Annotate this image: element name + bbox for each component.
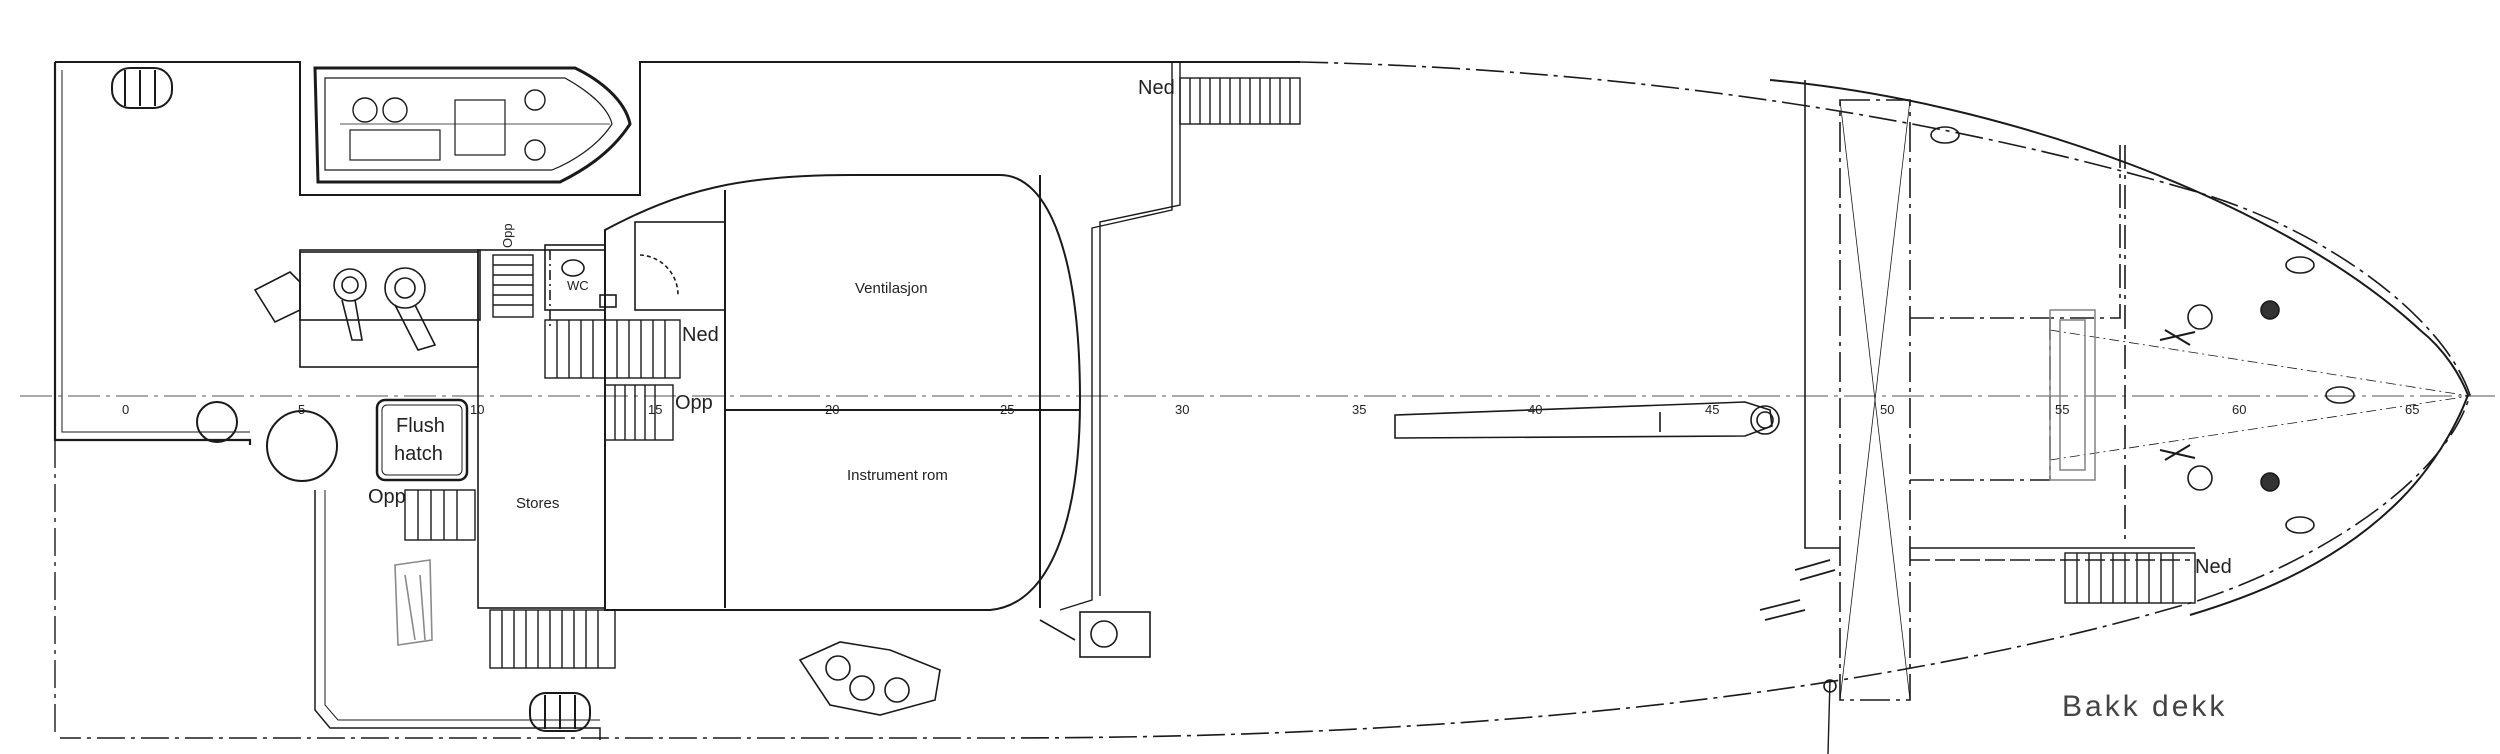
room-label-instrument: Instrument rom — [847, 467, 948, 484]
crane — [1039, 401, 1780, 658]
frame-label-55: 55 — [2055, 402, 2069, 417]
stairs — [404, 77, 2196, 669]
frame-label-20: 20 — [825, 402, 839, 417]
deck-name-label: Bakk dekk — [2062, 690, 2227, 723]
stair-label-opp-aft: Opp — [368, 486, 406, 508]
rescue-equipment — [394, 559, 941, 716]
frame-label-45: 45 — [1705, 402, 1719, 417]
davit-equipment — [253, 251, 479, 368]
frame-label-30: 30 — [1175, 402, 1189, 417]
hull-outline — [53, 61, 2471, 740]
aft-deck-fittings — [111, 67, 591, 732]
frame-numbers: 0 5 10 15 20 25 30 35 40 45 50 55 60 65 — [122, 402, 2419, 417]
frame-label-40: 40 — [1528, 402, 1542, 417]
frame-label-35: 35 — [1352, 402, 1366, 417]
frame-label-10: 10 — [470, 402, 484, 417]
walkway-edge — [1059, 62, 1181, 611]
lifeboat — [313, 66, 632, 184]
stair-label-ned-aft: Ned — [1138, 77, 1175, 99]
room-label-stores: Stores — [516, 495, 559, 512]
flush-hatch-label-line2: hatch — [394, 443, 443, 465]
frame-label-25: 25 — [1000, 402, 1014, 417]
stair-label-opp-vertical: Opp — [500, 223, 515, 248]
stair-label-ned-mid: Ned — [682, 324, 719, 346]
frame-label-60: 60 — [2232, 402, 2246, 417]
windlass-equipment — [1759, 126, 2355, 754]
labels: Ventilasjon Instrument rom Stores WC Ned… — [368, 77, 2232, 723]
wc-room — [544, 221, 726, 311]
stores-compartment — [299, 249, 606, 609]
deckhouse — [604, 174, 1082, 611]
room-label-wc: WC — [567, 278, 589, 293]
frame-label-5: 5 — [298, 402, 305, 417]
frame-label-0: 0 — [122, 402, 129, 417]
stair-label-opp-mid: Opp — [675, 392, 713, 414]
forecastle — [1804, 80, 2471, 701]
flush-hatch-label-line1: Flush — [396, 415, 445, 437]
frame-label-50: 50 — [1880, 402, 1894, 417]
room-label-ventilation: Ventilasjon — [855, 280, 928, 297]
frame-label-65: 65 — [2405, 402, 2419, 417]
frame-label-15: 15 — [648, 402, 662, 417]
flush-hatch: Flush hatch — [375, 398, 469, 482]
stair-label-ned-fwd: Ned — [2195, 556, 2232, 578]
